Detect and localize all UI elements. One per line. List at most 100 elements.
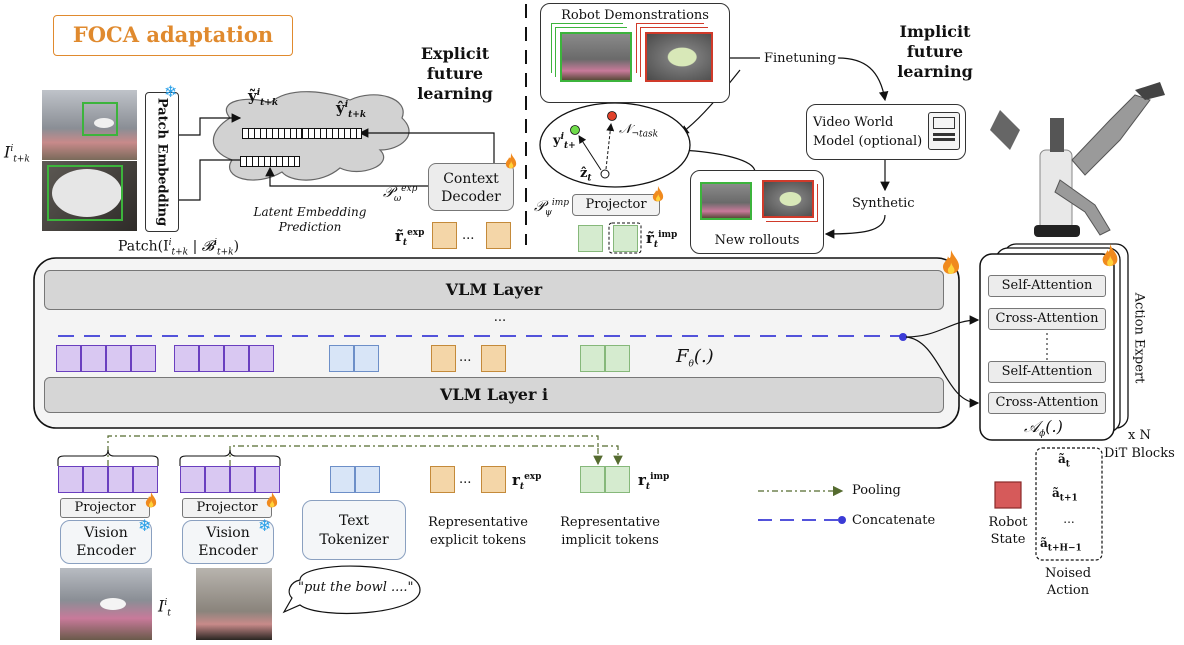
trainable-icon [505,153,517,169]
vlm-layer-dots: ... [493,310,507,325]
explicit-pred-tokens-label: r̃texp [395,227,425,248]
explicit-pred-dots: ... [462,228,475,243]
noised-action-1: ãt+1 [1052,486,1078,504]
finetuning-label: Finetuning [764,51,837,66]
patch-embedding-label: Patch Embedding [154,97,170,227]
frozen-icon: ❄ [164,82,178,101]
trainable-icon [1102,244,1118,267]
world-model-icon [928,112,960,150]
trainable-icon [942,250,960,274]
noised-action-last: ãt+H−1 [1040,536,1082,554]
vlm-explicit-dots: ... [459,350,472,365]
demo-stack-red [645,32,713,82]
noised-action-box [1035,447,1103,561]
latent-z-label: ẑt [580,166,592,184]
implicit-projector-block: Projector [572,194,660,216]
title-box [53,15,293,56]
rollout-red [762,180,814,218]
input-vision-token [230,466,255,493]
trainable-icon [652,186,664,202]
vlm-implicit-token [605,345,630,372]
input-vision-token [108,466,133,493]
input-vision-token [58,466,83,493]
new-rollouts-title: New rollouts [714,233,800,248]
predicted-target-label: ỹit+k [248,87,279,108]
robot-state-square [994,481,1022,509]
implicit-projector-label: 𝒫ψimp [534,197,570,218]
vlm-text-token [354,345,379,372]
synthetic-label: Synthetic [852,196,915,211]
input-frame-label: Iit+k [4,142,30,165]
vlm-implicit-token [580,345,605,372]
input-vision-token [180,466,205,493]
frozen-icon: ❄ [258,516,272,535]
speech-bubble [282,565,421,615]
target-embedding-label: ŷit+k [336,99,367,120]
vlm-vision-token [106,345,131,372]
future-frame-bottom [42,161,137,231]
latent-y-label: yit+ [553,132,576,151]
dit-blocks-label: DiT Blocks [1104,446,1175,461]
language-prompt: "put the bowl ...." [298,580,414,595]
observation-image-2 [196,568,272,640]
vlm-vision-token [199,345,224,372]
ae-self-attention-2: Self-Attention [988,361,1106,383]
vlm-vision-token [81,345,106,372]
explicit-pred-token [432,222,457,249]
patch-embedding-block [145,92,179,232]
robot-demos-title: Robot Demonstrations [561,8,709,23]
action-expert-function-label: 𝒜ϕ(.) [1024,417,1063,440]
ae-cross-attention-1: Cross-Attention [988,308,1106,330]
demo-stack-green [560,32,632,82]
explicit-pred-token [486,222,511,249]
legend-pooling: Pooling [852,483,901,498]
input-vision-token [133,466,158,493]
noised-action-dots: ... [1063,512,1075,526]
input-implicit-token [605,466,630,493]
robot-illustration [990,82,1165,237]
input-vision-token [255,466,280,493]
vlm-layer-top: VLM Layer [44,270,944,310]
input-explicit-token [481,466,506,493]
cloud-token-row-3 [240,156,300,167]
future-frame-top [42,90,137,160]
vlm-vision-token [249,345,274,372]
vision-projector-2: Projector [182,498,272,518]
page-title: FOCA adaptation [72,22,274,47]
input-vision-token [83,466,108,493]
input-text-token [355,466,380,493]
observation-label: Iit [158,596,171,619]
vlm-vision-token [131,345,156,372]
block-count-label: x N [1128,428,1151,443]
patch-function-label: Patch(Iit+k | 𝓑it+k) [118,238,240,258]
input-vision-token [205,466,230,493]
ae-self-attention-1: Self-Attention [988,275,1106,297]
vlm-vision-token [56,345,81,372]
rollout-green [700,182,752,220]
latent-n-label: 𝒩¬task [619,122,659,140]
vlm-explicit-token [431,345,456,372]
vlm-function-label: Fθ(.) [676,346,714,370]
cloud-token-row-2 [302,128,362,139]
observation-image-1 [60,568,152,640]
implicit-pred-tokens-label: r̃timp [646,229,678,250]
vlm-layer-i: VLM Layer i [44,377,944,413]
noised-action-0: ãt [1058,452,1070,470]
vision-projector-1: Projector [60,498,150,518]
input-explicit-dots: ... [459,472,472,487]
legend-concatenate: Concatenate [852,513,936,528]
trainable-icon [145,492,157,508]
implicit-pred-token [613,225,638,252]
explicit-projector-label: 𝒫ωexp [383,183,418,204]
implicit-pred-token [578,225,603,252]
